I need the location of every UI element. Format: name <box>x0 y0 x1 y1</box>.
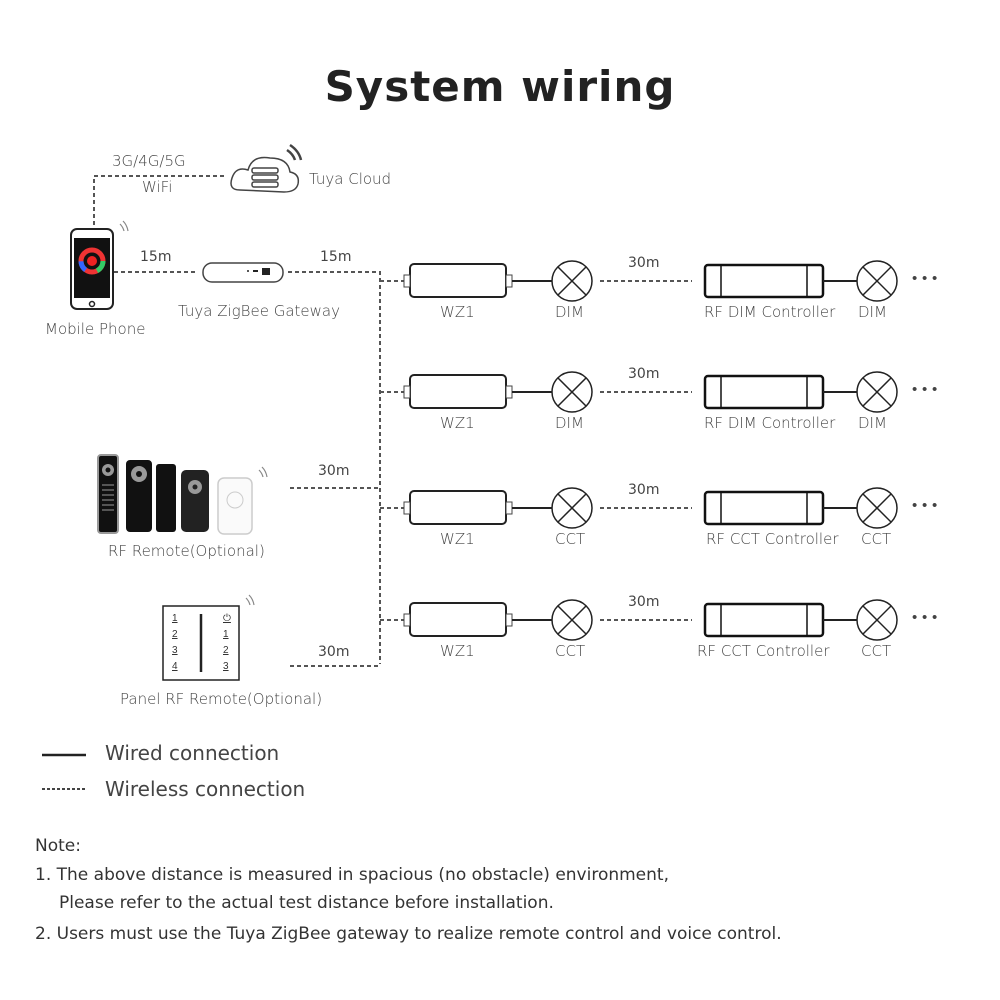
wz1-receiver-icon <box>403 490 513 525</box>
ellipsis-icon: • • • <box>912 380 938 398</box>
ellipsis-icon: • • • <box>912 496 938 514</box>
ellipsis-icon: • • • <box>912 608 938 626</box>
lamp-icon <box>551 599 593 641</box>
controller-label: RF CCT Controller <box>697 642 830 660</box>
controller-label: RF DIM Controller <box>704 414 836 432</box>
receiver-label: WZ1 <box>440 303 475 321</box>
wz1-receiver-icon <box>403 374 513 409</box>
lamp-icon <box>856 371 898 413</box>
note-item-1-cont: Please refer to the actual test distance… <box>59 893 554 913</box>
phone-label: Mobile Phone <box>45 320 146 338</box>
lamp-icon <box>551 260 593 302</box>
lamp2-label: DIM <box>858 414 887 432</box>
lamp-icon <box>856 260 898 302</box>
receiver-label: WZ1 <box>440 642 475 660</box>
row-distance: 30m <box>628 366 660 382</box>
zigbee-gateway-icon <box>202 262 284 283</box>
network-label-cellular: 3G/4G/5G <box>112 152 186 170</box>
lamp-label: DIM <box>555 303 584 321</box>
rf-controller-icon <box>703 374 825 410</box>
gateway-bus-distance: 15m <box>320 249 352 265</box>
lamp-icon <box>551 371 593 413</box>
rf-remote-distance: 30m <box>318 463 350 479</box>
lamp2-label: CCT <box>861 642 892 660</box>
wireless-line-phone-cloud <box>93 175 225 225</box>
lamp-label: DIM <box>555 414 584 432</box>
lamp-label: CCT <box>555 642 586 660</box>
wz1-receiver-icon <box>403 263 513 298</box>
panel-remote-label: Panel RF Remote(Optional) <box>120 690 323 708</box>
ellipsis-icon: • • • <box>912 269 938 287</box>
rf-controller-icon <box>703 490 825 526</box>
note-item-2: 2. Users must use the Tuya ZigBee gatewa… <box>35 924 782 944</box>
wiring-row <box>403 371 898 413</box>
page-title: System wiring <box>324 62 676 111</box>
controller-label: RF CCT Controller <box>706 530 839 548</box>
phone-gateway-distance: 15m <box>140 249 172 265</box>
legend-wired-label: Wired connection <box>105 741 280 765</box>
gateway-label: Tuya ZigBee Gateway <box>178 302 340 320</box>
note-item-1: 1. The above distance is measured in spa… <box>35 865 669 885</box>
lamp-icon <box>856 599 898 641</box>
controller-label: RF DIM Controller <box>704 303 836 321</box>
network-label-wifi: WiFi <box>142 178 173 196</box>
cloud-icon <box>230 143 303 193</box>
row-distance: 30m <box>628 255 660 271</box>
rf-remote-label: RF Remote(Optional) <box>108 542 265 560</box>
lamp-icon <box>551 487 593 529</box>
cloud-label: Tuya Cloud <box>309 170 392 188</box>
legend-wireless-label: Wireless connection <box>105 777 306 801</box>
lamp-label: CCT <box>555 530 586 548</box>
wiring-row <box>403 260 898 302</box>
lamp2-label: DIM <box>858 303 887 321</box>
rf-controller-icon <box>703 602 825 638</box>
note-heading: Note: <box>35 836 81 856</box>
panel-rf-remote-icon <box>162 594 255 681</box>
row-distance: 30m <box>628 482 660 498</box>
wireless-bus <box>288 271 381 664</box>
wiring-row <box>403 487 898 529</box>
wz1-receiver-icon <box>403 602 513 637</box>
lamp-icon <box>856 487 898 529</box>
receiver-label: WZ1 <box>440 530 475 548</box>
rf-controller-icon <box>703 263 825 299</box>
receiver-label: WZ1 <box>440 414 475 432</box>
rf-remotes-icon <box>97 454 268 535</box>
row-distance: 30m <box>628 594 660 610</box>
panel-remote-distance: 30m <box>318 644 350 660</box>
wiring-row <box>403 599 898 641</box>
lamp2-label: CCT <box>861 530 892 548</box>
mobile-phone-icon <box>70 220 129 310</box>
